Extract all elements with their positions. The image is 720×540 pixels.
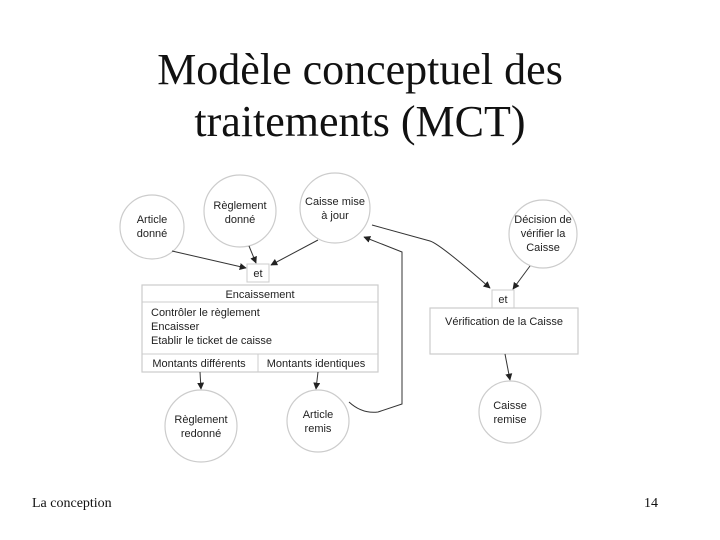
title-line-2: traitements (MCT) [194, 97, 526, 146]
event-article-donne: Article donné [119, 194, 185, 260]
event-text: vérifier la [521, 228, 567, 240]
operation-name: Vérification de la Caisse [445, 316, 563, 328]
operation-encaissement: Encaissement Contrôler le règlement Enca… [141, 284, 379, 373]
event-text: Caisse mise [305, 196, 365, 208]
operation-rule: Montants identiques [267, 358, 366, 370]
event-decision-verifier: Décision de vérifier la Caisse [508, 199, 578, 269]
synchro-label: et [498, 294, 507, 306]
page-number: 14 [644, 496, 658, 511]
event-article-remis: Article remis [286, 389, 350, 453]
event-text: à jour [321, 210, 349, 222]
event-text: Décision de [514, 214, 571, 226]
operation-name: Encaissement [225, 289, 294, 301]
event-text: Règlement [174, 414, 227, 426]
event-text: redonné [181, 428, 221, 440]
synchro-verification: et [491, 289, 515, 309]
operation-action: Etablir le ticket de caisse [151, 335, 272, 347]
flow-arrows [171, 224, 531, 413]
event-caisse-mise-a-jour: Caisse mise à jour [299, 172, 371, 244]
event-reglement-redonne: Règlement redonné [164, 389, 238, 463]
operation-action: Contrôler le règlement [151, 307, 260, 319]
event-text: remise [493, 414, 526, 426]
title-line-1: Modèle conceptuel des [157, 45, 563, 94]
operation-action: Encaisser [151, 321, 200, 333]
footer-label: La conception [32, 496, 112, 511]
synchro-label: et [253, 268, 262, 280]
event-text: donné [225, 214, 256, 226]
operation-verification: Vérification de la Caisse [429, 307, 579, 355]
event-text: Article [303, 409, 334, 421]
synchro-encaissement: et [246, 263, 270, 283]
event-text: Règlement [213, 200, 266, 212]
event-text: Article [137, 214, 168, 226]
operation-rule: Montants différents [152, 358, 246, 370]
event-text: Caisse [526, 242, 560, 254]
event-caisse-remise: Caisse remise [478, 380, 542, 444]
event-text: Caisse [493, 400, 527, 412]
page-title: Modèle conceptuel des traitements (MCT) [100, 44, 620, 148]
event-reglement-donne: Règlement donné [203, 174, 277, 248]
event-text: remis [305, 423, 332, 435]
event-text: donné [137, 228, 168, 240]
